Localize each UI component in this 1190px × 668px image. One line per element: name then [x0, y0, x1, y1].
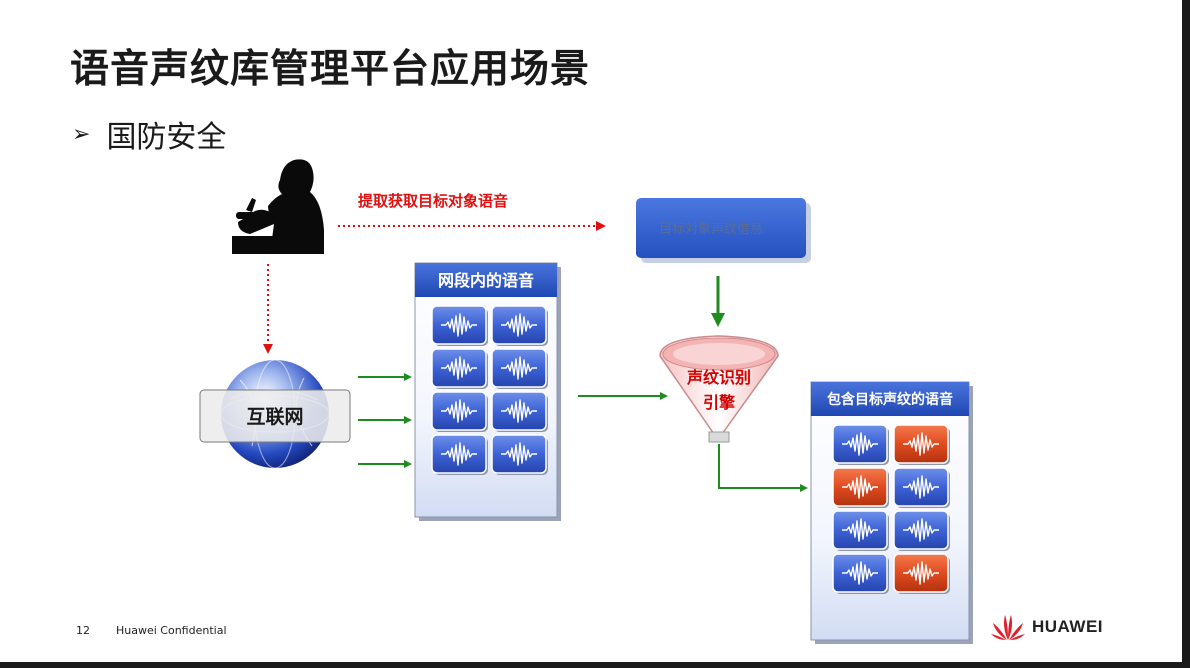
huawei-petal-icon [991, 615, 1025, 640]
engine-label-line1: 声纹识别 [686, 368, 751, 387]
window-frame-bottom [0, 662, 1190, 668]
audio-clip-tile [431, 305, 488, 346]
speaker-silhouette-icon [232, 159, 324, 254]
internet-label: 互联网 [246, 406, 303, 428]
segment-panel-title: 网段内的语音 [438, 271, 534, 290]
extract-label: 提取获取目标对象语音 [358, 192, 508, 210]
segment-tile-grid [431, 305, 548, 475]
engine-label-line2: 引擎 [703, 393, 736, 412]
audio-clip-tile [491, 348, 548, 389]
target-voiceprint-box: 目标对象声纹信息 [636, 198, 811, 263]
audio-clip-tile [832, 510, 889, 551]
audio-clip-tile [832, 424, 889, 465]
audio-clip-tile [431, 434, 488, 475]
internet-globe: 互联网 [199, 359, 351, 469]
bullet-arrow-icon: ➢ [72, 121, 91, 147]
audio-clip-tile [893, 510, 950, 551]
audio-clip-tile [832, 467, 889, 508]
audio-clip-tile [893, 424, 950, 465]
segment-voice-panel: 网段内的语音 [414, 262, 561, 521]
audio-clip-tile [893, 467, 950, 508]
result-panel-title: 包含目标声纹的语音 [827, 391, 953, 408]
engine-to-result-arrow [718, 444, 808, 492]
huawei-logo: HUAWEI [990, 612, 1103, 642]
result-voice-panel: 包含目标声纹的语音 [810, 381, 973, 644]
bullet-item: ➢ 国防安全 [72, 112, 226, 156]
recognition-engine-funnel: 声纹识别 引擎 [659, 335, 779, 443]
audio-clip-tile [431, 348, 488, 389]
window-frame-right [1182, 0, 1190, 668]
audio-clip-tile [491, 434, 548, 475]
target-box-label: 目标对象声纹信息 [659, 221, 763, 237]
slide-title: 语音声纹库管理平台应用场景 [70, 47, 591, 92]
audio-clip-tile [832, 553, 889, 594]
page-number: 12 [76, 624, 90, 637]
bullet-text: 国防安全 [106, 120, 227, 155]
audio-clip-tile [893, 553, 950, 594]
audio-clip-tile [431, 391, 488, 432]
result-tile-grid [832, 424, 950, 594]
audio-clip-tile [491, 391, 548, 432]
audio-clip-tile [491, 305, 548, 346]
brand-name: HUAWEI [1032, 617, 1103, 636]
confidential-label: Huawei Confidential [116, 624, 227, 637]
